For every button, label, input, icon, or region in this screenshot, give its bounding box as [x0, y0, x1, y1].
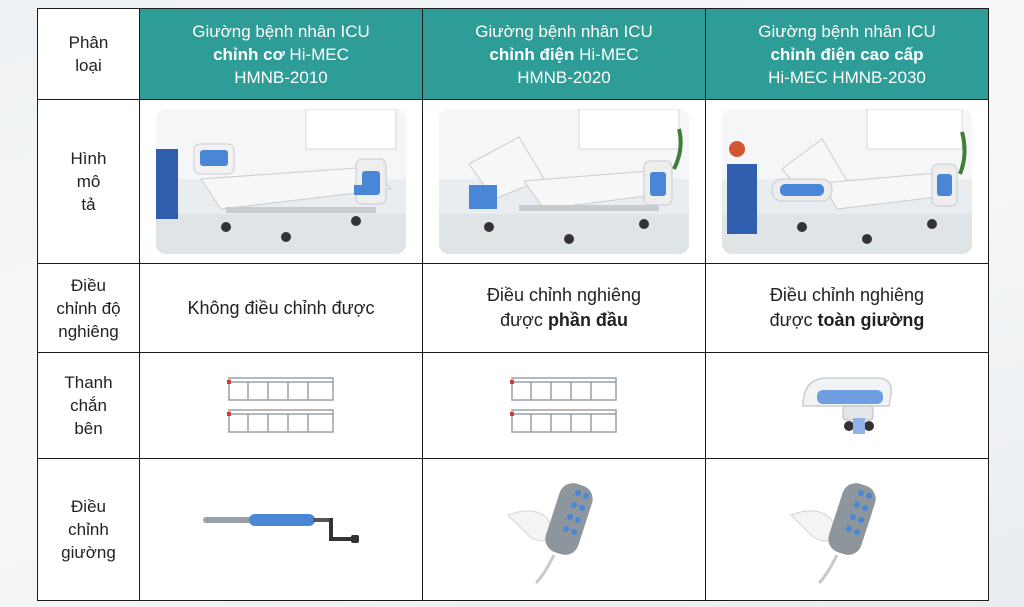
control-cell-2020 [422, 458, 706, 601]
image-row-label: Hình mô tả [37, 99, 140, 264]
header-row: Phân loại Giường bệnh nhân ICU chỉnh cơ … [37, 8, 989, 100]
tilt-text: được [500, 310, 548, 330]
product-variant: chỉnh cơ Hi-MEC [140, 43, 422, 66]
label-line: Điều [71, 497, 106, 516]
label-line: tả [81, 195, 96, 214]
tilt-row: Điều chỉnh độ nghiêng Không điều chỉnh đ… [37, 263, 989, 353]
rail-cell-2020 [422, 352, 706, 459]
tilt-text-line2: được toàn giường [706, 308, 988, 333]
label-line: Hình [70, 149, 107, 168]
rail-row-label: Thanh chắn bên [37, 352, 140, 459]
product-header-2010: Giường bệnh nhân ICU chỉnh cơ Hi-MEC HMN… [139, 8, 423, 100]
tilt-text-line2: được phần đầu [423, 308, 705, 333]
category-label-line: loại [75, 56, 102, 75]
label-line: Điều [71, 275, 106, 295]
rail-cell-2030 [705, 352, 989, 459]
tilt-text: được [769, 310, 818, 330]
label-line: Thanh [64, 373, 113, 392]
control-cell-2010 [139, 458, 423, 601]
product-header-2020: Giường bệnh nhân ICU chỉnh điện Hi-MEC H… [422, 8, 706, 100]
tilt-text: Điều chỉnh nghiêng [769, 285, 925, 305]
product-type: Giường bệnh nhân ICU [475, 21, 653, 41]
image-cell-2030 [705, 99, 989, 264]
crank-handle-icon [203, 513, 359, 543]
product-model: HMNB-2020 [517, 67, 611, 87]
remote-control-icon [790, 482, 876, 584]
remote-control-icon [507, 482, 593, 584]
product-model: Hi-MEC HMNB-2030 [768, 67, 926, 87]
tilt-text: Không điều chỉnh được [187, 297, 375, 318]
electric-bed-photo [439, 109, 689, 254]
control-row: Điều chỉnh giường [37, 458, 989, 601]
category-label: Phân loại [37, 8, 140, 100]
product-variant-bold: chỉnh điện cao cấp [770, 44, 924, 64]
tilt-value-2030: Điều chỉnh nghiêng được toàn giường [705, 263, 989, 353]
product-header-2030: Giường bệnh nhân ICU chỉnh điện cao cấp … [705, 8, 989, 100]
product-type: Giường bệnh nhân ICU [192, 21, 370, 41]
product-model: HMNB-2010 [234, 67, 328, 87]
image-cell-2010 [139, 99, 423, 264]
product-variant-bold: chỉnh điện [489, 44, 575, 64]
image-row: Hình mô tả [37, 99, 989, 264]
label-line: chỉnh độ [56, 298, 121, 318]
tilt-value-2020: Điều chỉnh nghiêng được phần đầu [422, 263, 706, 353]
product-type: Giường bệnh nhân ICU [758, 21, 936, 41]
image-cell-2020 [422, 99, 706, 264]
label-line: mô [76, 172, 101, 191]
tilt-value-2010: Không điều chỉnh được [139, 263, 423, 353]
tilt-text-bold: toàn giường [817, 310, 925, 330]
control-row-label: Điều chỉnh giường [37, 458, 140, 601]
product-brand: Hi-MEC [574, 44, 639, 64]
product-variant: chỉnh điện Hi-MEC [423, 43, 705, 66]
tilt-text-bold: phần đầu [547, 310, 628, 330]
comparison-table: Phân loại Giường bệnh nhân ICU chỉnh cơ … [37, 8, 989, 601]
label-line: giường [61, 543, 116, 562]
side-rail-icon [510, 376, 617, 433]
product-variant: chỉnh điện cao cấp [706, 43, 988, 66]
label-line: chỉnh [68, 520, 109, 539]
bed-head-rail-icon [802, 376, 892, 434]
category-label-line: Phân [68, 33, 109, 52]
rail-row: Thanh chắn bên [37, 352, 989, 459]
product-variant-bold: chỉnh cơ [213, 44, 285, 64]
rail-cell-2010 [139, 352, 423, 459]
control-cell-2030 [705, 458, 989, 601]
side-rail-icon [227, 376, 334, 433]
label-line: bên [74, 419, 103, 438]
label-line: chắn [70, 396, 107, 415]
label-line: nghiêng [58, 321, 119, 341]
tilt-row-label: Điều chỉnh độ nghiêng [37, 263, 140, 353]
tilt-text: Điều chỉnh nghiêng [486, 285, 642, 305]
premium-electric-bed-photo [722, 109, 972, 254]
product-brand: Hi-MEC [284, 44, 349, 64]
manual-bed-photo [156, 109, 406, 254]
